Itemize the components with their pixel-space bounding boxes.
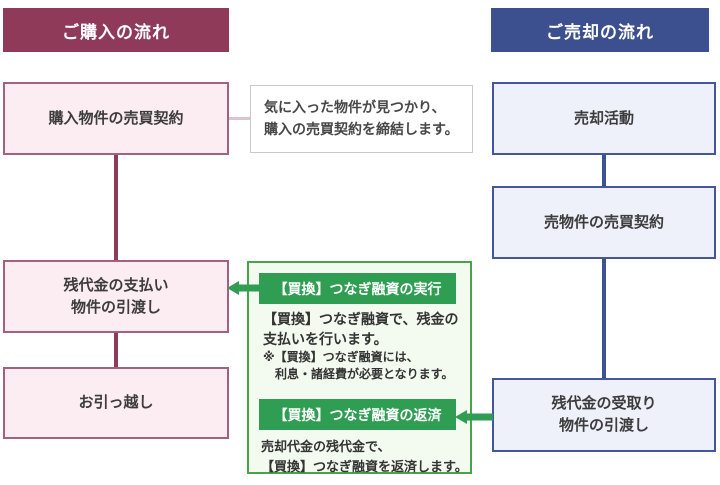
purchase-connector-2 <box>114 333 118 367</box>
arrow-receipt-to-repay-icon <box>455 410 493 424</box>
sale-step-receipt: 残代金の受取り 物件の引渡し <box>492 378 716 452</box>
bridge-loan-execute-title: 【買換】つなぎ融資の実行 <box>259 273 456 304</box>
purchase-contract-note: 気に入った物件が見つかり、 購入の売買契約を締結します。 <box>250 85 473 153</box>
sale-step-activity-label: 売却活動 <box>573 109 634 127</box>
note-connector <box>229 117 250 120</box>
purchase-step-payment-label: 残代金の支払い 物件の引渡し <box>63 276 169 316</box>
bridge-loan-execute-note: ※【買換】つなぎ融資には、 利息・諸経費が必要となります。 <box>263 350 454 382</box>
purchase-contract-note-text: 気に入った物件が見つかり、 購入の売買契約を締結します。 <box>264 99 459 137</box>
sale-connector-1 <box>602 155 606 186</box>
purchase-flow-header: ご購入の流れ <box>3 8 229 52</box>
purchase-step-payment: 残代金の支払い 物件の引渡し <box>3 260 229 333</box>
sale-connector-2 <box>602 259 606 378</box>
sale-flow-header: ご売却の流れ <box>491 8 709 52</box>
sale-step-contract: 売物件の売買契約 <box>492 186 716 259</box>
purchase-step-move-in-label: お引っ越し <box>78 394 154 412</box>
sale-step-receipt-label: 残代金の受取り 物件の引渡し <box>551 395 657 434</box>
bridge-loan-execute-body: 【買換】つなぎ融資で、残金の 支払いを行います。 <box>263 311 459 347</box>
arrow-execute-to-payment-icon <box>227 281 260 295</box>
sale-step-contract-label: 売物件の売買契約 <box>543 213 664 231</box>
purchase-step-contract-label: 購入物件の売買契約 <box>48 109 184 127</box>
bridge-loan-repay-title: 【買換】つなぎ融資の返済 <box>259 399 456 430</box>
bridge-loan-repay-body: 売却代金の残代金で、 【買換】つなぎ融資を返済します。 <box>261 439 468 474</box>
purchase-connector-1 <box>114 155 118 260</box>
purchase-step-contract: 購入物件の売買契約 <box>3 82 229 155</box>
sale-step-activity: 売却活動 <box>492 82 716 155</box>
purchase-step-move-in: お引っ越し <box>3 367 229 439</box>
